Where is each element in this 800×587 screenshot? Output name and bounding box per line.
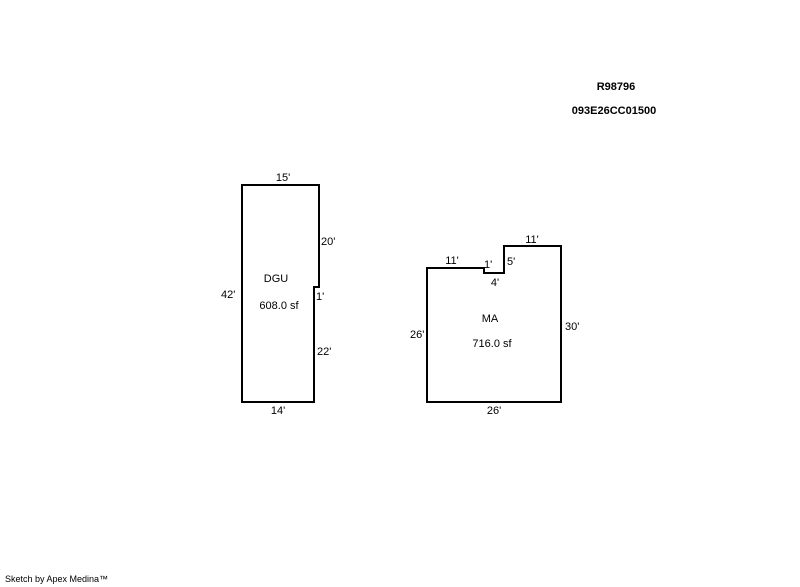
sketch-credit: Sketch by Apex Medina™: [5, 574, 109, 584]
ma-outline: [426, 245, 562, 403]
ma-dim-notch-rise: 5': [507, 256, 515, 268]
dgu-label: DGU: [264, 273, 289, 285]
dgu-dim-right-lower: 22': [317, 346, 331, 358]
dgu-area: DGU 608.0 sf 15' 20' 1' 22' 14' 42': [221, 172, 335, 417]
ma-area: MA 716.0 sf 11' 1' 4' 5' 11' 30' 26' 26': [410, 234, 579, 417]
account-number: 093E26CC01500: [572, 105, 656, 117]
parcel-id: R98796: [597, 81, 636, 93]
ma-dim-left: 26': [410, 329, 424, 341]
ma-dim-notch-drop: 1': [484, 259, 492, 271]
ma-label: MA: [482, 313, 499, 325]
ma-area-value: 716.0 sf: [472, 338, 512, 350]
dgu-dim-left: 42': [221, 289, 235, 301]
dgu-dim-step: 1': [316, 291, 324, 303]
dgu-dim-right-upper: 20': [321, 236, 335, 248]
dgu-outline: [241, 184, 320, 403]
ma-dim-bottom: 26': [487, 405, 501, 417]
dgu-dim-top: 15': [276, 172, 290, 184]
ma-dim-notch-width: 4': [491, 277, 499, 289]
dgu-dim-bottom: 14': [271, 405, 285, 417]
ma-dim-top-left: 11': [445, 255, 459, 267]
ma-dim-right: 30': [565, 321, 579, 333]
dgu-area-value: 608.0 sf: [259, 300, 299, 312]
ma-dim-top-right: 11': [525, 234, 539, 246]
